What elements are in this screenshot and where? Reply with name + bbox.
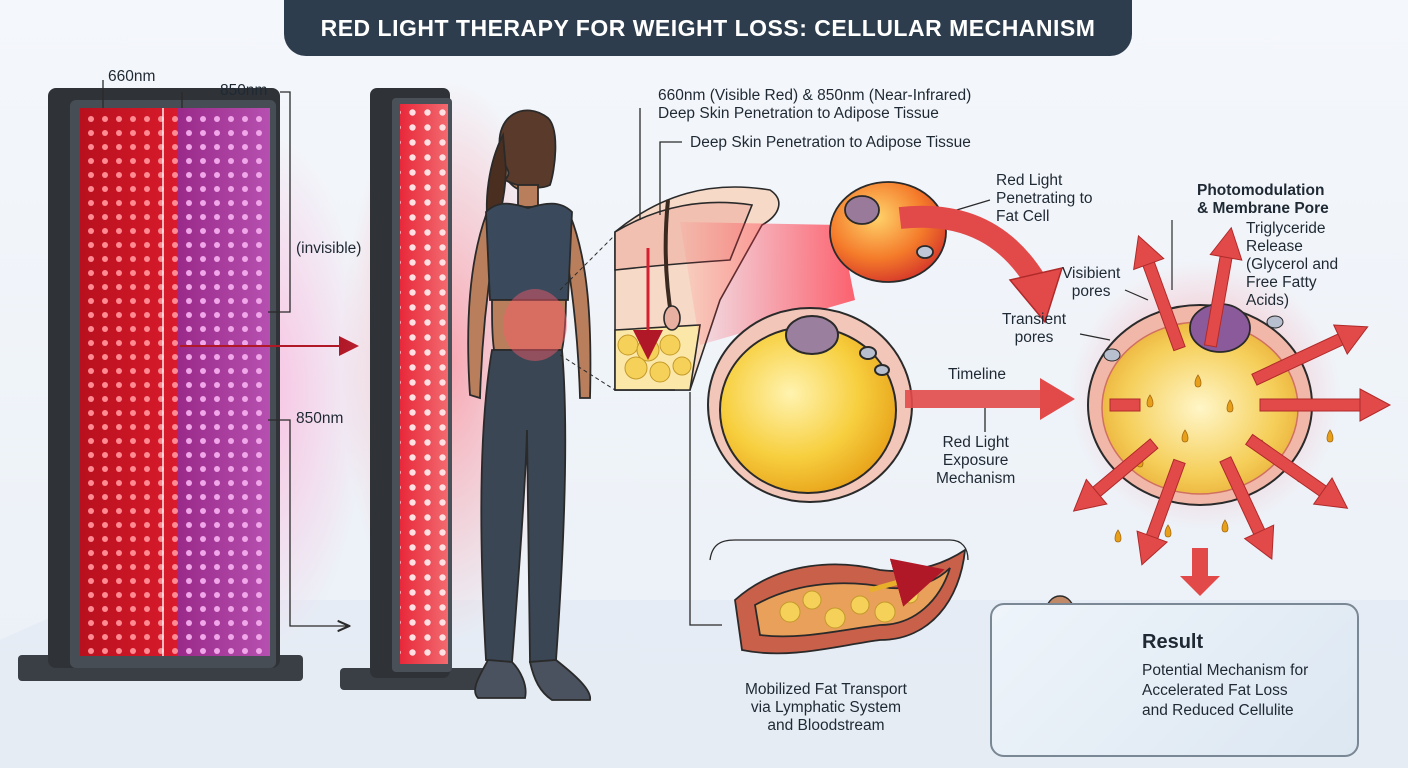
transient-pores-label-line1: Transient <box>1002 311 1066 329</box>
page-title: RED LIGHT THERAPY FOR WEIGHT LOSS: CELLU… <box>321 15 1096 42</box>
result-title: Result <box>1142 631 1203 654</box>
fat-cell-label: Red Light Penetrating to Fat Cell <box>996 172 1093 226</box>
exposure-label: Red Light Exposure Mechanism <box>936 434 1015 488</box>
result-body-line3: and Reduced Cellulite <box>1142 701 1308 721</box>
transport-label: Mobilized Fat Transport via Lymphatic Sy… <box>745 681 907 735</box>
transport-label-line1: Mobilized Fat Transport <box>745 681 907 699</box>
release-label-line1: Triglyceride <box>1246 220 1338 238</box>
timeline-arrow <box>905 378 1075 420</box>
fat-cell-large <box>708 308 912 502</box>
release-label-line2: Release <box>1246 238 1338 256</box>
result-box: Result Potential Mechanism for Accelerat… <box>990 603 1359 757</box>
wavelength-note: 660nm (Visible Red) & 850nm (Near-Infrar… <box>658 87 971 123</box>
release-label-line3: (Glycerol and <box>1246 256 1338 274</box>
exposure-label-line2: Exposure <box>936 452 1015 470</box>
fat-cell-small <box>830 182 946 282</box>
release-label-line5: Acids) <box>1246 292 1338 310</box>
fat-cell-label-line3: Fat Cell <box>996 208 1093 226</box>
result-down-arrow <box>1180 548 1220 596</box>
wavelength-note-line2: Deep Skin Penetration to Adipose Tissue <box>658 105 971 123</box>
fat-cell-label-line1: Red Light <box>996 172 1093 190</box>
light-panel-large <box>18 88 370 681</box>
fat-cell-label-line2: Penetrating to <box>996 190 1093 208</box>
timeline-label: Timeline <box>948 366 1006 384</box>
result-body: Potential Mechanism for Accelerated Fat … <box>1142 661 1308 721</box>
transport-label-line3: and Bloodstream <box>745 717 907 735</box>
transient-pores-label: Transient pores <box>1002 311 1066 347</box>
transport-label-line2: via Lymphatic System <box>745 699 907 717</box>
wavelength-note-line1: 660nm (Visible Red) & 850nm (Near-Infrar… <box>658 87 971 105</box>
result-body-line2: Accelerated Fat Loss <box>1142 681 1308 701</box>
result-body-line1: Potential Mechanism for <box>1142 661 1308 681</box>
photomodulation-label-line1: Photomodulation <box>1197 182 1329 200</box>
label-invisible: (invisible) <box>296 240 361 258</box>
exposure-label-line3: Mechanism <box>936 470 1015 488</box>
transient-pores-label-line2: pores <box>1002 329 1066 347</box>
label-850nm-top: 850nm <box>220 82 267 100</box>
photomodulation-label-line2: & Membrane Pore <box>1197 200 1329 218</box>
release-label-line4: Free Fatty <box>1246 274 1338 292</box>
visible-pores-label: Visibient pores <box>1062 265 1120 301</box>
visible-pores-label-line2: pores <box>1062 283 1120 301</box>
title-banner: RED LIGHT THERAPY FOR WEIGHT LOSS: CELLU… <box>284 0 1132 56</box>
release-label: Triglyceride Release (Glycerol and Free … <box>1246 220 1338 310</box>
exposure-label-line1: Red Light <box>936 434 1015 452</box>
photomodulation-label: Photomodulation & Membrane Pore <box>1197 182 1329 218</box>
label-660nm: 660nm <box>108 68 155 86</box>
visible-pores-label-line1: Visibient <box>1062 265 1120 283</box>
skin-penetration-label: Deep Skin Penetration to Adipose Tissue <box>690 134 971 152</box>
label-850nm-mid: 850nm <box>296 410 343 428</box>
